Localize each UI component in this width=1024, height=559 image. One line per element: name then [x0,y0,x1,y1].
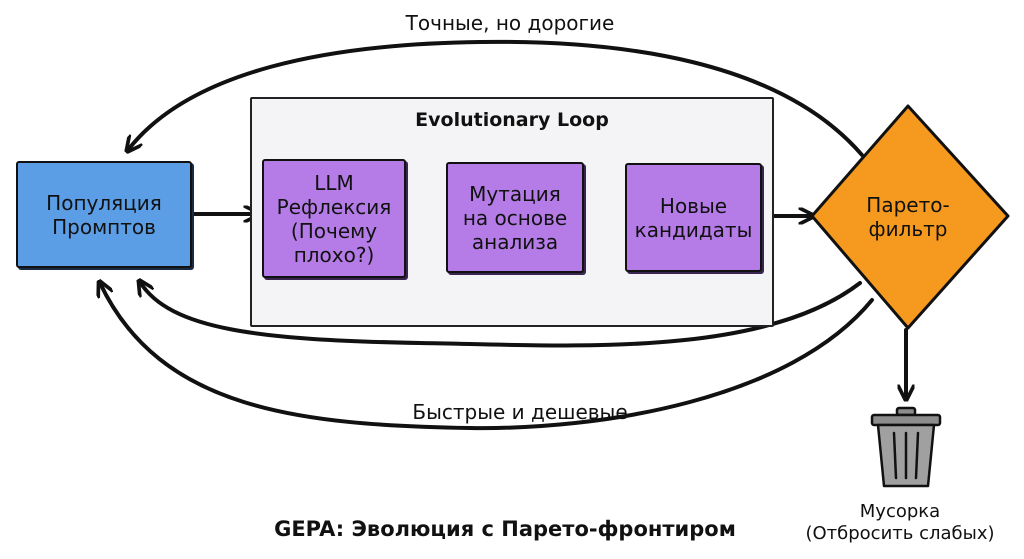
bottom-feedback-label: Быстрые и дешевые [412,400,628,424]
step-label-reflection: LLM Рефлексия (Почему плохо?) [276,170,392,267]
top-feedback-arrow [128,39,864,157]
population-label: Популяция Промптов [46,190,162,239]
trash-can-icon [870,406,942,488]
step-node-candidates: Новые кандидаты [625,163,762,272]
pareto-filter-label: Парето- фильтр [866,193,950,241]
bottom-feedback-arrow-outer [100,283,874,431]
top-feedback-label: Точные, но дорогие [405,11,615,35]
population-node: Популяция Промптов [16,161,192,268]
bottom-feedback-arrow-inner [140,282,862,348]
evolutionary-loop-title: Evolutionary Loop [415,108,609,131]
step-label-candidates: Новые кандидаты [634,193,753,242]
step-label-mutation: Мутация на основе анализа [462,181,568,254]
trash-label: Мусорка (Отбросить слабых) [805,501,995,544]
diagram-caption: GEPA: Эволюция с Парето-фронтиром [274,517,736,542]
step-node-reflection: LLM Рефлексия (Почему плохо?) [262,159,406,278]
step-node-mutation: Мутация на основе анализа [446,162,584,273]
